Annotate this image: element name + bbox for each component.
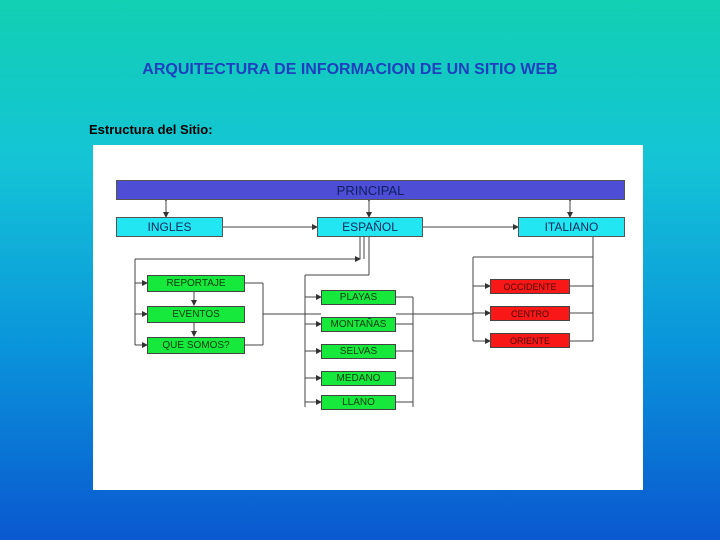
connector-lines [134, 196, 594, 407]
node-reportaje: REPORTAJE [147, 275, 245, 292]
diagram-canvas: PRINCIPAL INGLES ESPAÑOL ITALIANO REPORT… [93, 145, 643, 490]
section-subtitle: Estructura del Sitio: [89, 122, 213, 137]
node-occidente: OCCIDENTE [490, 279, 570, 294]
node-centro: CENTRO [490, 306, 570, 321]
node-principal: PRINCIPAL [116, 180, 625, 200]
page-title: ARQUITECTURA DE INFORMACION DE UN SITIO … [142, 61, 558, 78]
node-oriente: ORIENTE [490, 333, 570, 348]
node-llano: LLANO [321, 395, 396, 410]
node-selvas: SELVAS [321, 344, 396, 359]
node-language-italiano: ITALIANO [518, 217, 625, 237]
node-playas: PLAYAS [321, 290, 396, 305]
node-eventos: EVENTOS [147, 306, 245, 323]
node-montanas: MONTAÑAS [321, 317, 396, 332]
node-language-ingles: INGLES [116, 217, 223, 237]
node-language-espanol: ESPAÑOL [317, 217, 423, 237]
node-que-somos: QUE SOMOS? [147, 337, 245, 354]
node-medano: MEDANO [321, 371, 396, 386]
